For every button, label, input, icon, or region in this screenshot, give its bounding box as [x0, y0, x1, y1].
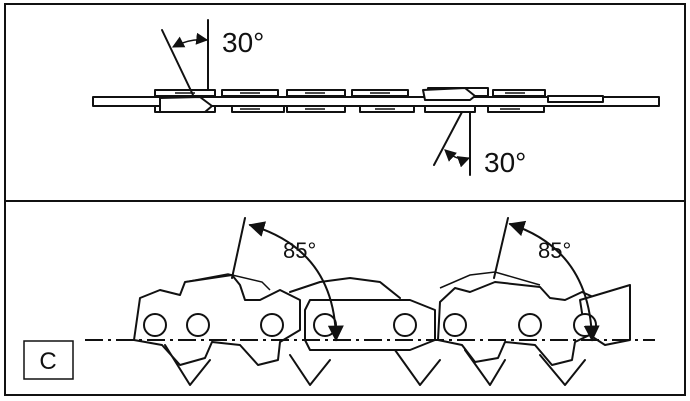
chain-side-view [133, 271, 631, 386]
upper-angle-marker [161, 19, 209, 96]
cutter-tooth [159, 96, 213, 113]
angle-label-right: 85° [538, 238, 571, 263]
rivet [143, 313, 167, 337]
right-angle-marker [493, 217, 600, 342]
lower-angle-marker [433, 111, 471, 176]
left-angle-marker [231, 217, 344, 342]
section-label: C [39, 348, 56, 375]
angle-label-lower: 30° [484, 147, 526, 178]
angle-label-upper: 30° [222, 27, 264, 58]
chain-top-view [92, 87, 660, 113]
section-label-box [23, 340, 74, 380]
bottom-panel-frame [4, 200, 686, 396]
angle-label-left: 85° [283, 238, 316, 263]
